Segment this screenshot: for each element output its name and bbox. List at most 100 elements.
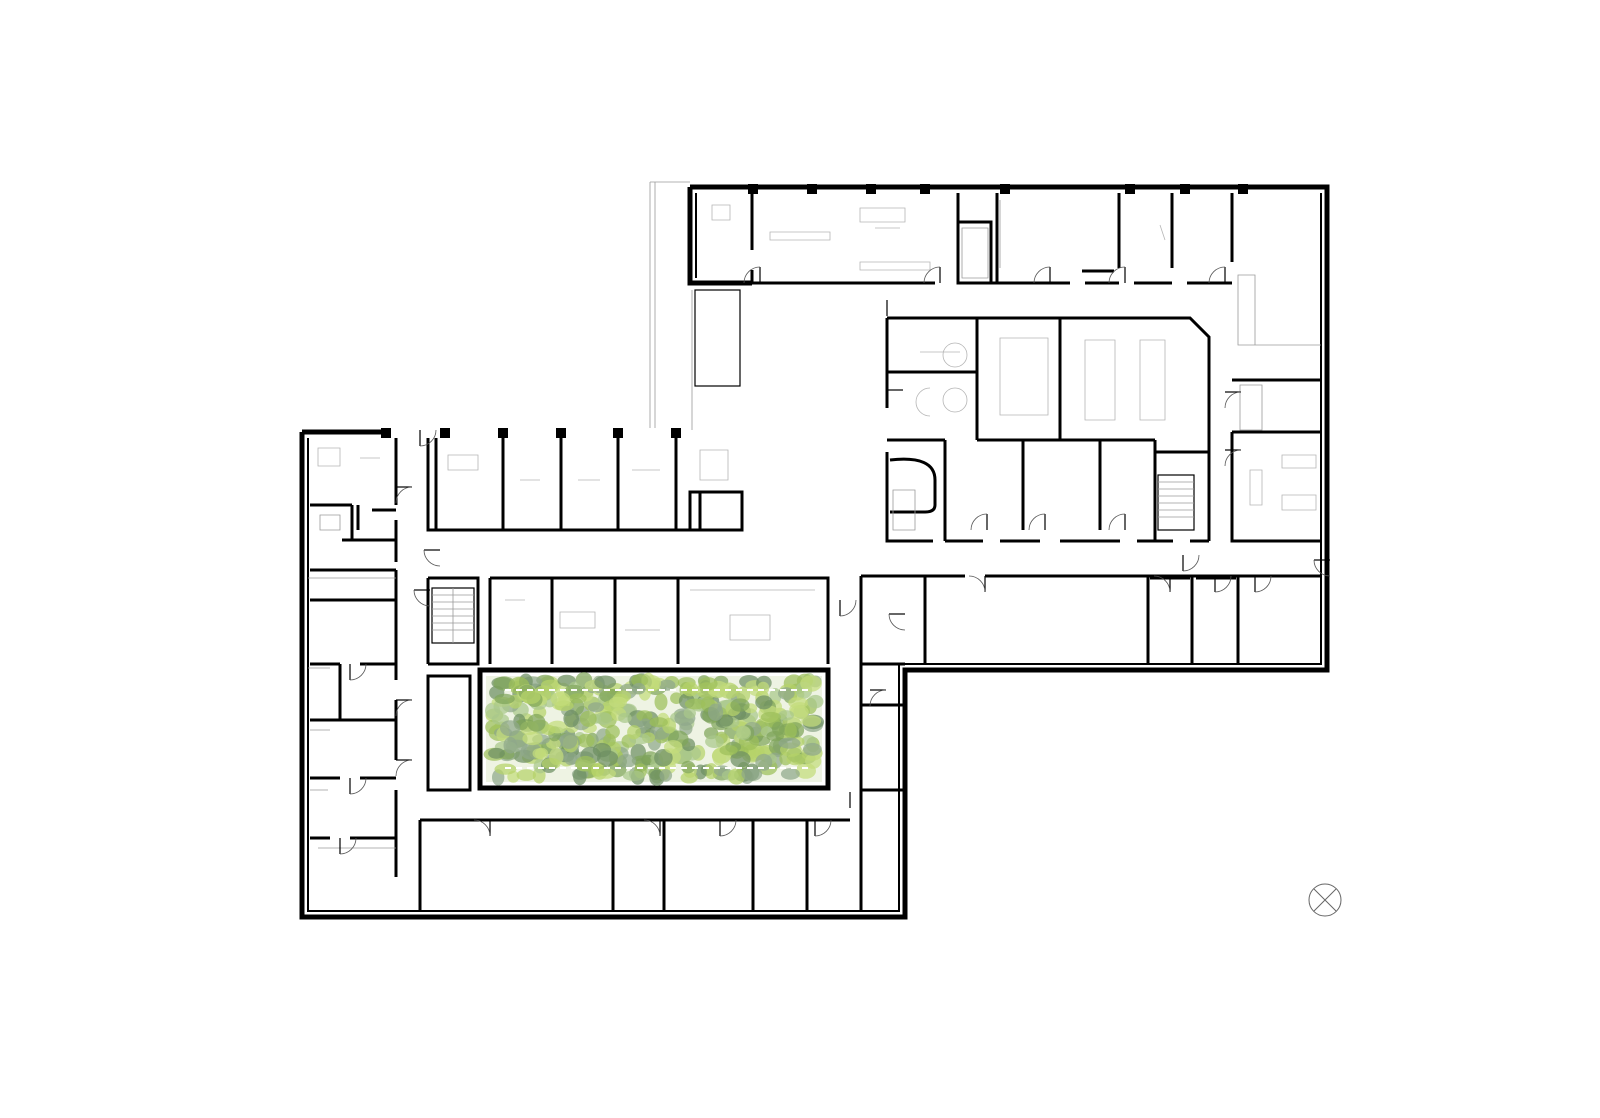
tree-leaf [591, 763, 605, 777]
north-core-room [956, 220, 993, 285]
tree-leaf [771, 721, 785, 736]
tree-leaf [639, 718, 652, 730]
tree-leaf [636, 710, 653, 722]
tree-leaf [741, 766, 763, 782]
tree-leaf [563, 709, 579, 728]
tree-leaf [494, 693, 515, 705]
tree-leaf [488, 747, 505, 759]
door-icon [1182, 554, 1200, 572]
curved-wall [889, 457, 937, 514]
tree-leaf [649, 717, 668, 728]
tree-leaf [735, 725, 752, 741]
door-icon [1153, 575, 1171, 593]
tree-leaf [803, 742, 822, 756]
door-icon [968, 575, 986, 593]
tree-leaf [658, 679, 676, 691]
tree-leaf [805, 753, 822, 769]
stair-icon [431, 587, 475, 644]
tree-leaf [494, 763, 517, 775]
tree-leaf [659, 769, 673, 782]
north-wing [711, 193, 1321, 346]
glazed-connector [649, 181, 693, 430]
window-icon [807, 184, 817, 194]
window-icon [613, 428, 623, 438]
tree-leaf [778, 710, 794, 721]
tree-leaf [778, 737, 801, 749]
door-icon [1313, 559, 1331, 577]
tree-leaf [579, 710, 597, 727]
tree-leaf [680, 772, 698, 784]
tree-leaf [618, 712, 632, 724]
door-icon [719, 819, 737, 837]
office-row-north-walls [426, 438, 690, 532]
window-icon [1000, 184, 1010, 194]
exterior-walls [299, 181, 1330, 920]
tree-leaf [617, 754, 637, 768]
tree-leaf [683, 707, 696, 719]
tree-leaf [622, 770, 645, 781]
tree-leaf [705, 735, 724, 748]
window-icon [866, 184, 876, 194]
tree-leaf [516, 769, 536, 781]
door-icon [473, 819, 491, 837]
tree-leaf [730, 698, 750, 712]
window-icon [556, 428, 566, 438]
courtyard [477, 667, 831, 791]
office-row-north [426, 438, 744, 532]
tree-leaf [605, 724, 620, 739]
door-icon [395, 486, 413, 504]
tree-leaf [560, 732, 578, 749]
tree-leaf [755, 695, 773, 710]
window-icon [920, 184, 930, 194]
door-icon [1208, 266, 1226, 284]
door-icon [1224, 449, 1242, 467]
window-icon [498, 428, 508, 438]
door-icon [1254, 575, 1272, 593]
door-icon [743, 266, 761, 284]
tree-leaf [594, 675, 617, 689]
tree-leaf [564, 752, 578, 766]
windows [381, 184, 1248, 438]
tree-leaf [786, 753, 807, 766]
tree-leaf [684, 698, 706, 710]
tree-leaf [681, 760, 696, 774]
window-icon [1180, 184, 1190, 194]
tree-leaf [527, 713, 546, 732]
tree-leaf [532, 748, 547, 759]
door-icon [413, 589, 431, 607]
tree-leaf [540, 679, 562, 691]
door-icon [395, 699, 413, 717]
tree-leaf [728, 768, 745, 785]
door-icon [395, 759, 413, 777]
tree-leaf [546, 738, 561, 749]
tree-leaf [664, 740, 683, 754]
west-wing [308, 438, 398, 877]
tree-canopy-icon [483, 672, 825, 786]
door-icon [1224, 391, 1242, 409]
door-icon [349, 777, 367, 795]
window-icon [748, 184, 758, 194]
door-icon [1108, 513, 1126, 531]
door-icon [1108, 266, 1126, 284]
tree-leaf [627, 725, 641, 740]
tree-leaf [568, 693, 587, 704]
door-icon [339, 837, 357, 855]
tree-leaf [587, 702, 605, 713]
window-icon [1238, 184, 1248, 194]
tree-leaf [541, 758, 561, 770]
tree-leaf [575, 755, 596, 772]
window-icon [671, 428, 681, 438]
tree-leaf [807, 694, 824, 709]
tree-leaf [632, 682, 646, 695]
central-block [885, 316, 1211, 543]
window-icon [381, 428, 391, 438]
door-icon [1214, 575, 1232, 593]
door-icon [643, 819, 661, 837]
window-icon [440, 428, 450, 438]
tree-leaf [708, 703, 724, 721]
tree-leaf [631, 755, 652, 766]
door-icon [839, 599, 857, 617]
window-icon [1125, 184, 1135, 194]
courtyard-frame [477, 667, 831, 791]
